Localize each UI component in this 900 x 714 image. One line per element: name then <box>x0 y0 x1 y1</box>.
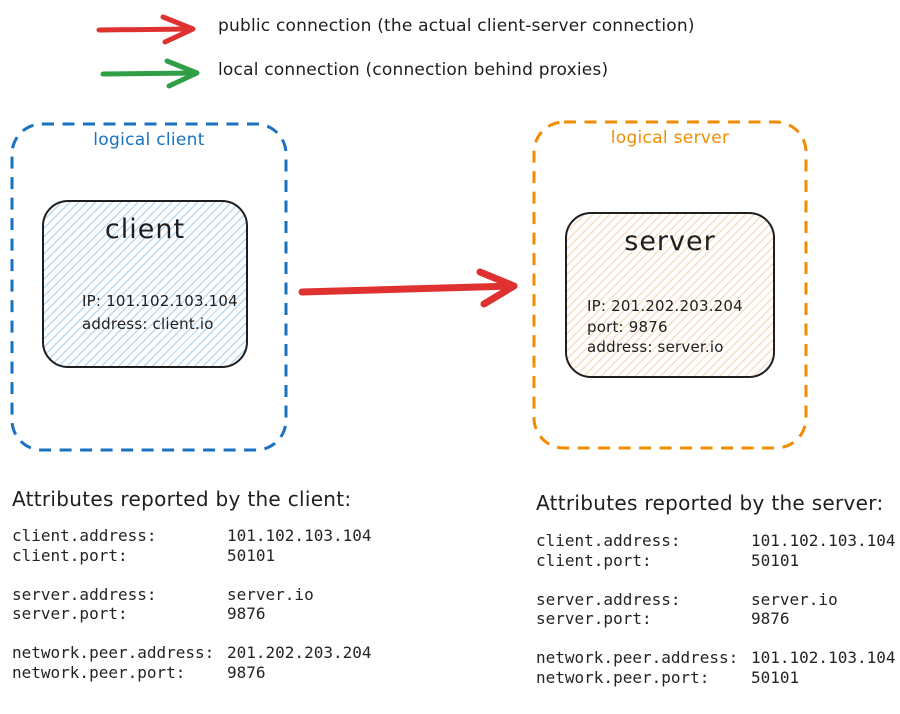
attr-value: server.io <box>227 584 314 604</box>
attr-row: server.address: server.io <box>12 585 372 605</box>
client-node: client IP: 101.102.103.104 address: clie… <box>42 200 248 368</box>
attr-row: server.port: 9876 <box>536 609 896 629</box>
logical-server-label: logical server <box>610 128 730 148</box>
server-address-line: address: server.io <box>587 338 724 356</box>
attr-key: server.port: <box>536 609 652 628</box>
attr-key: network.peer.address: <box>536 648 739 667</box>
logical-server-dashed-border <box>532 120 808 450</box>
logical-client-dashed-border <box>10 122 288 452</box>
attr-row: client.port: 50101 <box>536 551 896 571</box>
attr-value: 101.102.103.104 <box>227 526 372 545</box>
attr-value: 9876 <box>751 609 790 628</box>
client-attributes-title: Attributes reported by the client: <box>12 487 352 511</box>
attr-value: 9876 <box>227 662 266 682</box>
client-to-server-arrow-icon <box>298 268 518 308</box>
server-node: server IP: 201.202.203.204 port: 9876 ad… <box>565 212 775 378</box>
attr-row: client.port: 50101 <box>12 546 372 566</box>
attr-row: network.peer.port: 9876 <box>12 663 372 683</box>
attr-row: server.address: server.io <box>536 590 896 610</box>
public-connection-legend-label: public connection (the actual client-ser… <box>218 16 695 36</box>
logical-client-label: logical client <box>93 130 205 150</box>
server-attributes-table: client.address: 101.102.103.104 client.p… <box>536 531 896 687</box>
server-node-details: IP: 201.202.203.204 port: 9876 address: … <box>587 296 743 358</box>
client-attributes-table: client.address: 101.102.103.104 client.p… <box>12 526 372 682</box>
attr-key: client.address: <box>536 531 681 550</box>
attr-value: server.io <box>751 589 838 609</box>
attr-key: network.peer.address: <box>12 643 215 662</box>
attr-key: client.port: <box>12 545 128 565</box>
server-port-line: port: 9876 <box>587 317 668 336</box>
attr-key: client.address: <box>12 526 157 545</box>
server-node-title: server <box>624 226 716 257</box>
attr-row: network.peer.address: 201.202.203.204 <box>12 643 372 663</box>
client-node-title: client <box>104 214 186 245</box>
attr-key: network.peer.port: <box>12 662 186 682</box>
logical-client-frame: logical client client IP: 101.102.103.10… <box>10 122 288 452</box>
attr-value: 50101 <box>227 545 276 565</box>
attr-value: 101.102.103.104 <box>751 648 896 667</box>
server-ip-line: IP: 201.202.203.204 <box>587 297 743 315</box>
attr-value: 50101 <box>751 550 800 570</box>
client-address-line: address: client.io <box>82 315 214 333</box>
local-connection-legend-label: local connection (connection behind prox… <box>218 60 609 80</box>
client-ip-line: IP: 101.102.103.104 <box>82 292 238 310</box>
public-connection-arrow-icon <box>96 14 196 45</box>
attr-key: network.peer.port: <box>536 667 710 687</box>
attr-value: 201.202.203.204 <box>227 643 372 662</box>
attr-row: client.address: 101.102.103.104 <box>536 531 896 551</box>
attr-value: 9876 <box>227 604 266 623</box>
server-attributes-title: Attributes reported by the server: <box>536 491 884 515</box>
attr-key: client.port: <box>536 550 652 570</box>
attr-row: network.peer.address: 101.102.103.104 <box>536 648 896 668</box>
attr-value: 101.102.103.104 <box>751 531 896 550</box>
attr-key: server.port: <box>12 604 128 623</box>
attr-row: network.peer.port: 50101 <box>536 668 896 688</box>
logical-server-frame: logical server server IP: 201.202.203.20… <box>532 120 808 450</box>
attr-key: server.address: <box>12 584 157 604</box>
client-node-details: IP: 101.102.103.104 address: client.io <box>82 290 238 336</box>
attr-row: server.port: 9876 <box>12 604 372 624</box>
local-connection-arrow-icon <box>100 58 200 89</box>
attr-value: 50101 <box>751 667 800 687</box>
attr-row: client.address: 101.102.103.104 <box>12 526 372 546</box>
attr-key: server.address: <box>536 589 681 609</box>
